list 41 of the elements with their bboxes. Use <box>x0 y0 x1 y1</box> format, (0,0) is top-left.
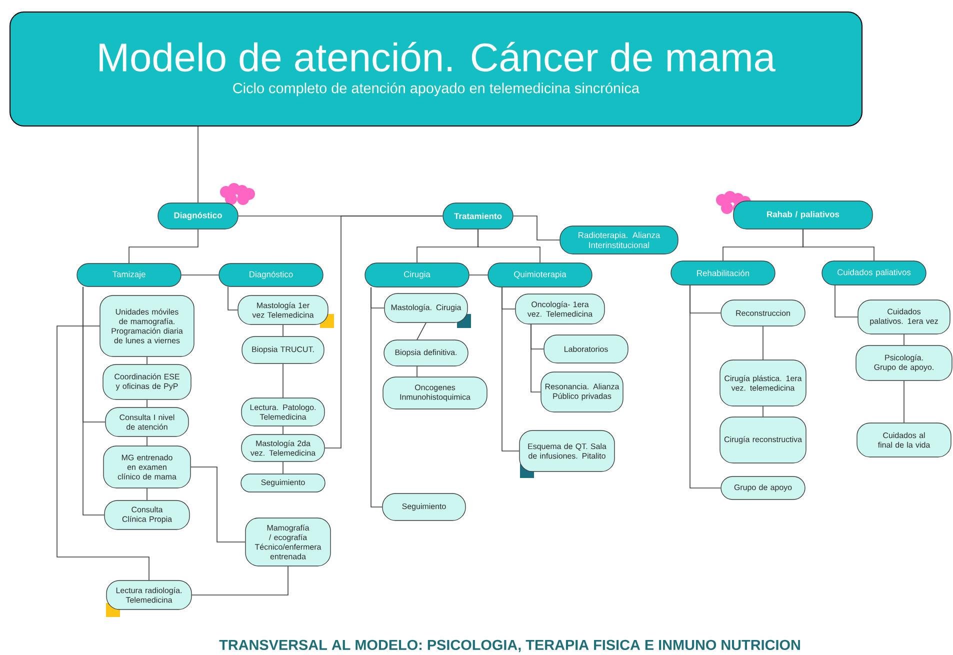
connector-line <box>146 399 148 408</box>
connector-line <box>282 363 284 398</box>
connector-line <box>468 274 488 276</box>
connector-line <box>228 286 238 310</box>
connector-line <box>324 216 444 448</box>
connector-line <box>146 356 148 365</box>
connector-line <box>146 436 148 446</box>
connector-line <box>478 228 540 264</box>
category-box: Cirugia <box>364 262 470 288</box>
connector-line <box>56 326 150 581</box>
connector-line <box>762 326 764 360</box>
footer-note: TRANSVERSAL AL MODELO: PSICOLOGIA, TERAPIA FISICA E INMUNO NUTRICION <box>219 640 800 652</box>
connector-line <box>180 274 220 276</box>
connector-line <box>370 286 383 508</box>
category-box: Diagnóstico <box>218 263 324 287</box>
connector-line <box>502 286 520 452</box>
title-banner: Modelo de atención. Cáncer de mama Ciclo completo de atención apoyado en telemedicina sincrónica <box>10 12 862 126</box>
connector-line <box>530 324 542 392</box>
connector-line <box>82 286 105 516</box>
category-box: Rahab / paliativos <box>733 200 873 230</box>
connector-line <box>128 228 198 264</box>
category-box: Cuidados paliativos <box>822 260 926 286</box>
connector-line <box>416 366 418 378</box>
connector-line <box>282 324 284 337</box>
connector-line <box>512 216 560 240</box>
connector-line <box>146 488 148 501</box>
category-box: Diagnóstico <box>158 202 238 230</box>
connector-line <box>416 322 426 340</box>
connector-line <box>690 284 722 488</box>
connector-line <box>762 406 764 418</box>
connector-line <box>282 426 284 435</box>
connector-line <box>190 466 246 542</box>
connector-line <box>191 566 288 596</box>
category-box: Rehabilitación <box>670 260 776 286</box>
category-box: Radioterapia. Alianza Interinstitucional <box>560 226 678 254</box>
connector-line <box>282 461 284 474</box>
connector-line <box>802 228 874 262</box>
category-box: Tamizaje <box>76 263 182 287</box>
connector-line <box>834 284 858 318</box>
category-box: Quimioterapia <box>488 262 592 288</box>
category-box: Tratamiento <box>442 202 514 230</box>
